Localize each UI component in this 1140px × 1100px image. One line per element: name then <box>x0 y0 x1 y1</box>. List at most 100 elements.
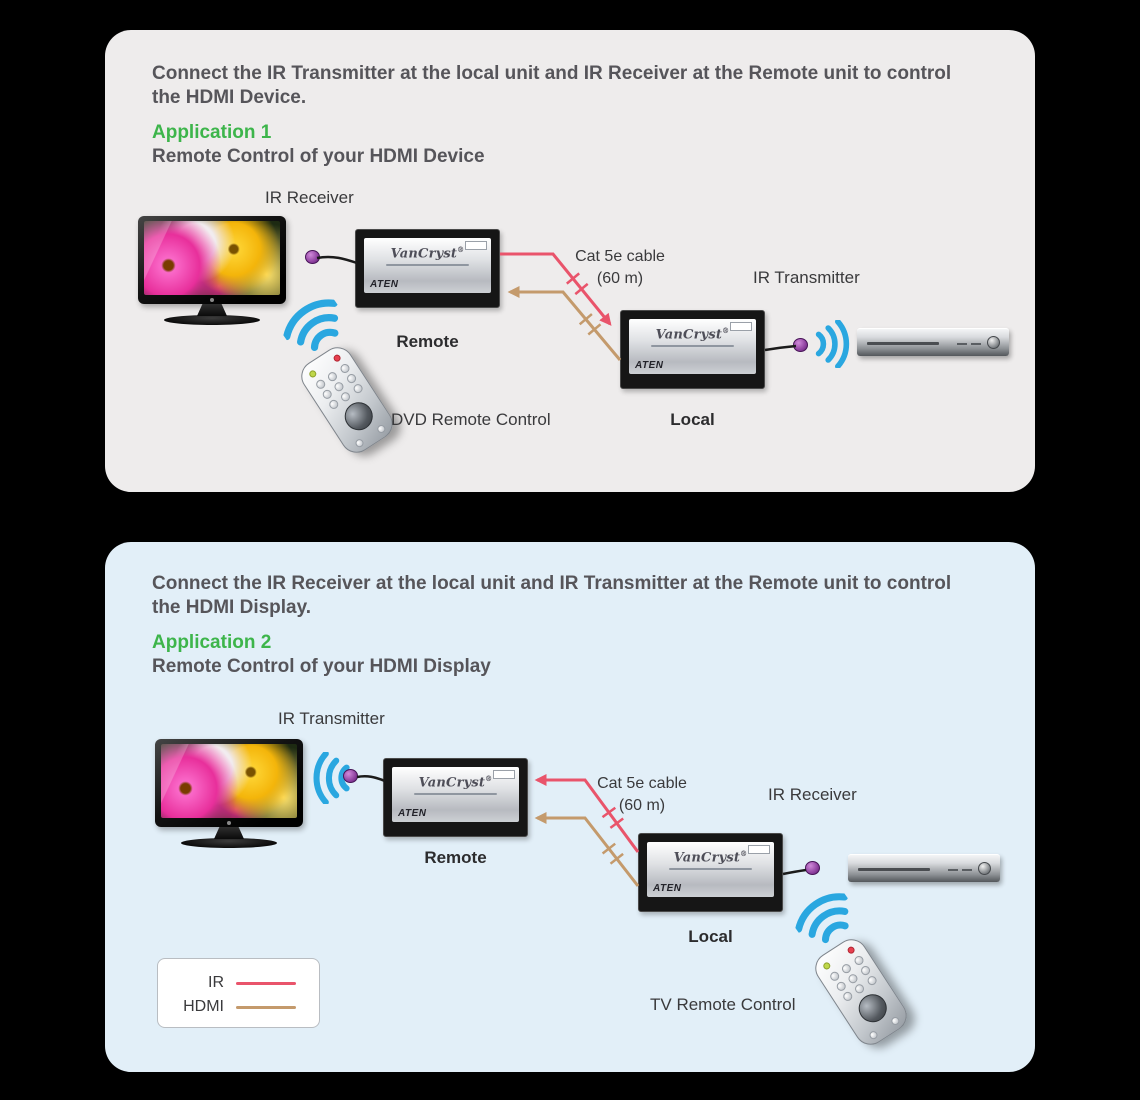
brand-text: VanCryst <box>655 327 723 343</box>
legend-row-ir: IR <box>172 971 319 995</box>
tv-power-led <box>227 821 231 825</box>
legend-row-hdmi: HDMI <box>172 995 319 1019</box>
ir-waves-icon <box>815 320 850 368</box>
hdmi-port-tag <box>748 845 770 854</box>
player-knob <box>987 336 1000 349</box>
remote-button <box>327 398 341 411</box>
vancryst-logo: VanCryst® <box>364 245 491 261</box>
remote-button <box>375 423 387 435</box>
dvd-player <box>848 854 1000 882</box>
model-text-line <box>668 868 753 871</box>
hdmi-display-tv <box>155 739 303 848</box>
ir-transmitter-label: IR Transmitter <box>278 709 385 728</box>
app1-intro-text: Connect the IR Transmitter at the local … <box>152 63 952 109</box>
ir-transmitter-label: IR Transmitter <box>753 268 860 287</box>
model-text-line <box>385 264 470 267</box>
aten-logo: ATEN <box>635 360 664 371</box>
tv-picture <box>144 221 280 295</box>
dvd-remote-control-label: DVD Remote Control <box>391 410 551 429</box>
remote-button <box>338 362 352 375</box>
ir-waves-icon <box>313 752 350 804</box>
remote-button <box>353 437 366 449</box>
remote-button <box>865 974 879 987</box>
registered-mark: ® <box>740 849 748 858</box>
app1-heading: Application 1 <box>152 122 272 143</box>
remote-nav-wheel <box>339 396 379 436</box>
ir-waves-icon <box>795 893 849 944</box>
vancryst-logo: VanCryst® <box>392 774 519 790</box>
tv-picture <box>161 744 297 818</box>
aten-logo: ATEN <box>370 279 399 290</box>
hdmi-cable-path <box>507 286 622 361</box>
remote-button <box>859 964 872 977</box>
app2-subheading: Remote Control of your HDMI Display <box>152 656 491 677</box>
remote-button <box>867 1029 880 1041</box>
hdmi-cable-path <box>534 812 640 887</box>
local-caption: Local <box>688 927 733 946</box>
app2-heading: Application 2 <box>152 632 272 653</box>
vancryst-logo: VanCryst® <box>647 849 774 865</box>
local-unit-box: VanCryst® ATEN <box>638 833 783 912</box>
tv-stand-base <box>181 838 277 848</box>
model-text-line <box>413 793 498 796</box>
legend-ir-line <box>236 981 296 985</box>
remote-caption: Remote <box>424 848 487 867</box>
remote-red-button <box>846 945 856 955</box>
cable-label: Cat 5e cable (60 m) <box>572 773 712 818</box>
disc-tray-slot <box>867 342 939 345</box>
remote-unit-box: VanCryst® ATEN <box>355 229 500 308</box>
player-knob <box>978 862 991 875</box>
legend-hdmi-line <box>236 1005 296 1009</box>
player-button <box>971 343 981 345</box>
device-faceplate: VanCryst® ATEN <box>647 842 774 897</box>
registered-mark: ® <box>485 774 493 783</box>
remote-caption: Remote <box>396 332 459 351</box>
legend-ir-label: IR <box>208 974 224 991</box>
ir-transmitter-dongle <box>343 769 358 783</box>
remote-button <box>835 980 848 993</box>
registered-mark: ® <box>457 245 465 254</box>
cable-label-line2: (60 m) <box>596 270 644 288</box>
tv-frame <box>138 216 286 304</box>
local-caption: Local <box>670 410 715 429</box>
local-unit-box: VanCryst® ATEN <box>620 310 765 389</box>
tv-remote-control-label: TV Remote Control <box>650 995 796 1014</box>
application-1-panel: Connect the IR Transmitter at the local … <box>105 30 1035 492</box>
brand-text: VanCryst <box>418 775 486 791</box>
ir-receiver-label: IR Receiver <box>768 785 857 804</box>
remote-button <box>339 390 353 403</box>
tv-stand-neck <box>197 304 227 316</box>
hdmi-port-tag <box>730 322 752 331</box>
cable-label-line1: Cat 5e cable <box>597 775 687 792</box>
tv-frame <box>155 739 303 827</box>
remote-button <box>889 1015 901 1027</box>
device-faceplate: VanCryst® ATEN <box>629 319 756 374</box>
brand-text: VanCryst <box>390 246 458 262</box>
ir-transmitter-dongle <box>793 338 808 352</box>
model-text-line <box>650 345 735 348</box>
remote-button <box>314 377 328 391</box>
remote-button <box>828 969 842 983</box>
aten-logo: ATEN <box>398 808 427 819</box>
device-faceplate: VanCryst® ATEN <box>364 238 491 293</box>
remote-button <box>852 954 866 967</box>
remote-green-button <box>307 369 318 379</box>
vancryst-logo: VanCryst® <box>629 326 756 342</box>
hdmi-display-tv <box>138 216 286 325</box>
remote-button <box>853 982 867 995</box>
device-faceplate: VanCryst® ATEN <box>392 767 519 822</box>
remote-button <box>847 972 860 985</box>
registered-mark: ® <box>722 326 730 335</box>
cable-label-line1: Cat 5e cable <box>575 248 665 265</box>
ir-receiver-label: IR Receiver <box>265 188 354 207</box>
dvd-player <box>857 328 1009 356</box>
app1-subheading: Remote Control of your HDMI Device <box>152 146 485 167</box>
remote-button <box>333 380 346 393</box>
player-button <box>957 343 967 345</box>
ir-receiver-dongle <box>805 861 820 875</box>
remote-nav-wheel <box>853 988 893 1028</box>
remote-button <box>841 990 855 1003</box>
hdmi-port-tag <box>493 770 515 779</box>
remote-unit-box: VanCryst® ATEN <box>383 758 528 837</box>
